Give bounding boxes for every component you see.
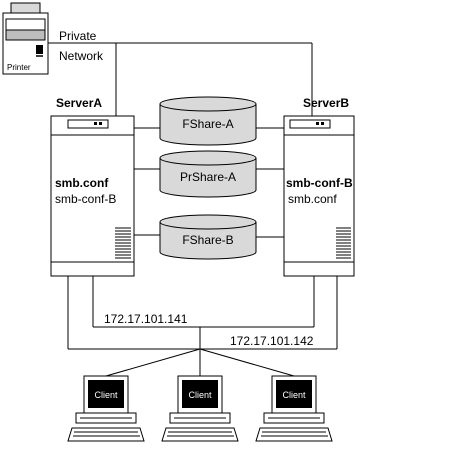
disk-cylinder-icon: [159, 222, 257, 260]
disk-top-icon: [159, 96, 257, 112]
server-b-name: ServerB: [303, 96, 349, 110]
network-label-line1: Private: [59, 29, 97, 43]
server-b-config-secondary: smb.conf: [288, 192, 337, 206]
connection-lines: [28, 42, 338, 377]
share-label: FShare-A: [182, 117, 233, 131]
client-label: Client: [94, 390, 118, 400]
server-a-ip-label: 172.17.101.141: [104, 312, 188, 326]
server-b-ip-label: 172.17.101.142: [230, 334, 314, 348]
keyboard-icon: [161, 427, 239, 442]
server-a-config-secondary: smb-conf-B: [55, 192, 116, 206]
server-a-drive-icon: [67, 119, 109, 129]
client-link: [105, 348, 201, 377]
printer-label: Printer: [7, 63, 31, 72]
share-disk: FShare-B: [159, 214, 257, 260]
client-link: [199, 348, 295, 377]
disk-top-icon: [159, 214, 257, 230]
keyboard-icon: [67, 427, 145, 442]
printer: Printer: [2, 2, 49, 75]
disk-cylinder-icon: [159, 158, 257, 198]
share-disk: FShare-A: [159, 96, 257, 146]
server-a-config-primary: smb.conf: [55, 176, 109, 190]
network-label-line2: Network: [59, 49, 104, 63]
server-a-name: ServerA: [56, 96, 102, 110]
client-workstation: Client: [67, 375, 145, 442]
screen-icon: [276, 380, 312, 408]
keyboard-icon: [255, 427, 333, 442]
printer-panel-icon: [36, 45, 43, 54]
client-label: Client: [282, 390, 306, 400]
disk-top-icon: [159, 150, 257, 166]
server-b-vent-icon: [336, 227, 351, 259]
printer-slot-shade-icon: [5, 29, 46, 41]
disk-cylinder-icon: [159, 104, 257, 146]
server-b-config-primary: smb-conf-B: [286, 176, 353, 190]
server-a-vent-icon: [115, 227, 131, 259]
share-label: PrShare-A: [180, 170, 236, 184]
client-workstation: Client: [161, 375, 239, 442]
server-a: ServerA smb.conf smb-conf-B: [50, 96, 135, 277]
share-disk: PrShare-A: [159, 150, 257, 198]
client-workstation: Client: [255, 375, 333, 442]
screen-icon: [88, 380, 124, 408]
share-label: FShare-B: [182, 233, 233, 247]
server-b-drive-icon: [289, 119, 331, 129]
screen-icon: [182, 380, 218, 408]
client-label: Client: [188, 390, 212, 400]
server-b: ServerB smb-conf-B smb.conf: [283, 96, 355, 277]
